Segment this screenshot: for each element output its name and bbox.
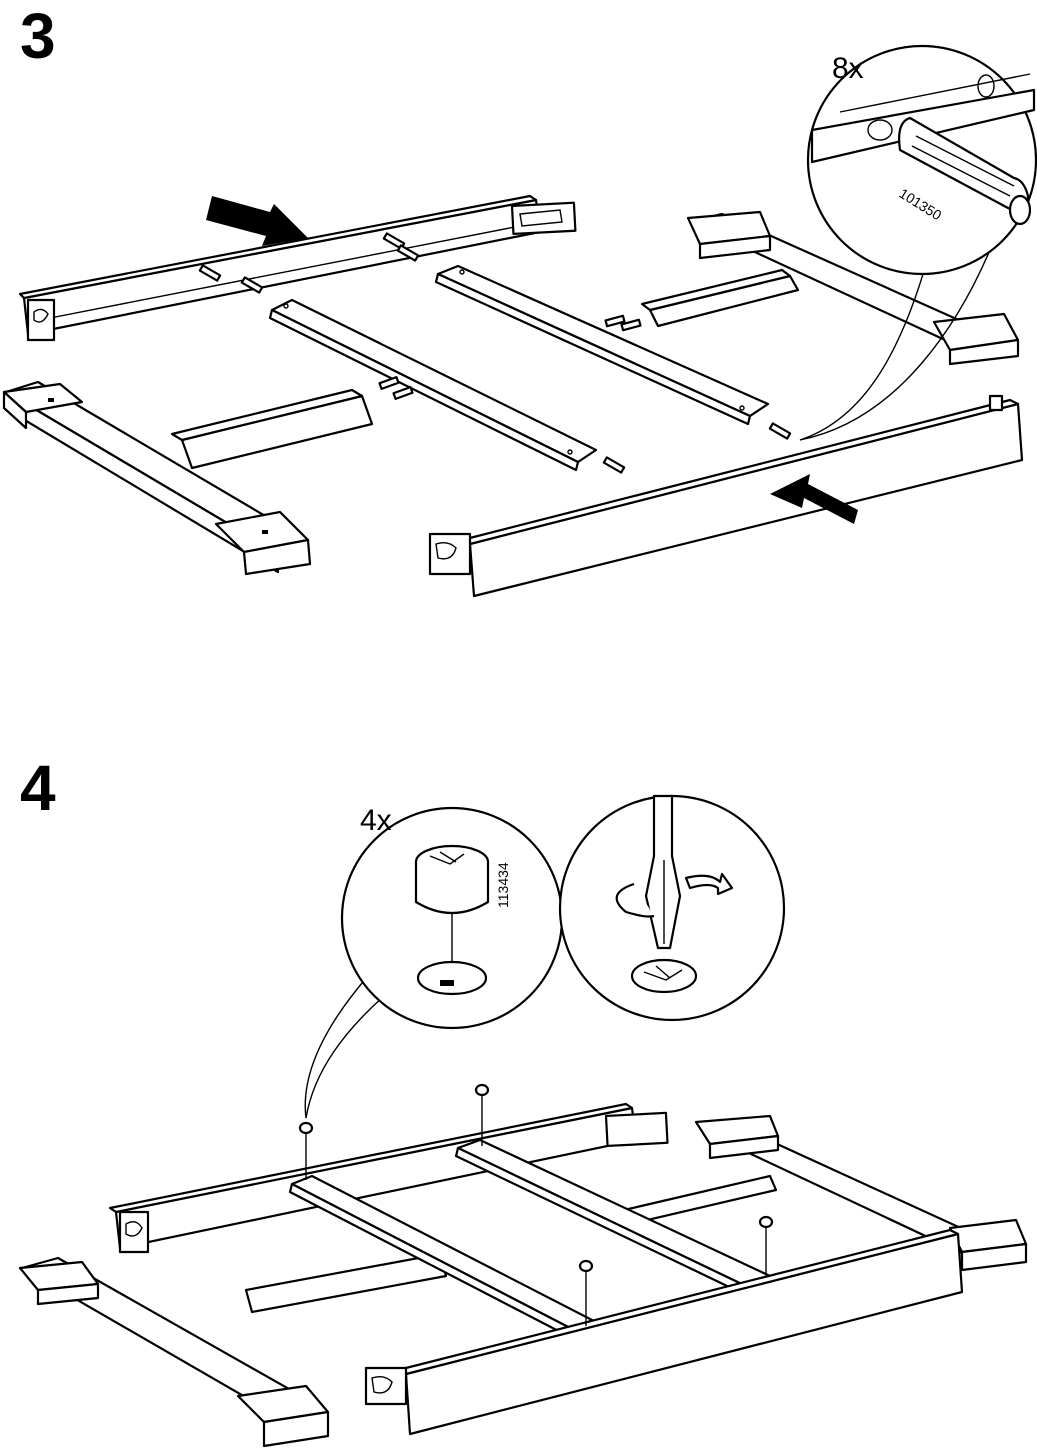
- dowel-detail-callout: 8x 101350: [800, 46, 1036, 440]
- short-slat-right-assembled: [624, 1176, 776, 1224]
- dowel-quantity: 8x: [832, 52, 864, 85]
- short-slat-left: [172, 390, 372, 468]
- cam-lock-detail-callout: 4x 113434: [305, 804, 562, 1118]
- arrow-push-back-rail-icon: [206, 196, 308, 246]
- center-beam-right-assembled: [456, 1140, 770, 1296]
- step-3-illustration: 8x 101350: [4, 46, 1036, 596]
- screwdriver-detail-callout: [560, 796, 784, 1020]
- cam-lock-top-view-icon: [632, 960, 696, 992]
- short-slat-right: [642, 270, 798, 326]
- short-slat-left-assembled: [246, 1254, 446, 1312]
- step-4-illustration: 4x 113434: [20, 796, 1026, 1446]
- cam-lock-quantity: 4x: [360, 804, 392, 837]
- cam-lock-part-number: 113434: [495, 862, 511, 908]
